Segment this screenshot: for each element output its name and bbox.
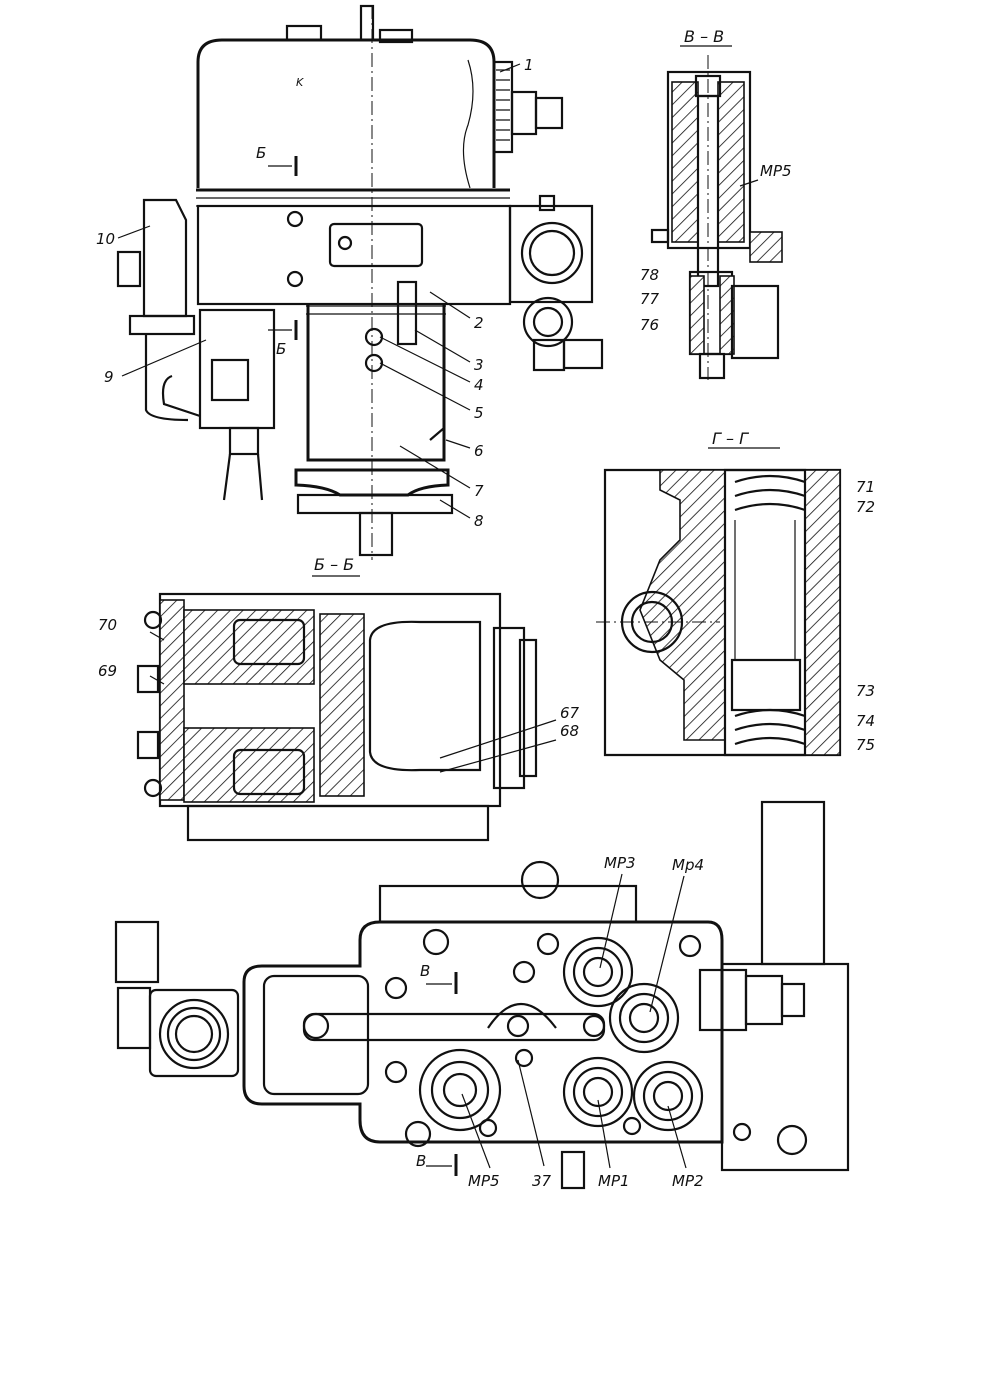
side-view xyxy=(116,4,604,560)
label-74: 74 xyxy=(856,712,875,730)
label-mp1: МР1 xyxy=(598,1172,630,1190)
label-2: 2 xyxy=(474,314,484,332)
label-10: 10 xyxy=(96,230,115,248)
label-mp5-vv: МР5 xyxy=(760,162,792,180)
plan-view xyxy=(114,800,850,1190)
section-mark-v-top: В xyxy=(420,962,430,980)
label-70: 70 xyxy=(98,616,117,634)
section-bb-title: Б – Б xyxy=(314,555,354,574)
side-view-leaders xyxy=(117,63,521,519)
label-4: 4 xyxy=(474,376,484,394)
label-3: 3 xyxy=(474,356,484,374)
label-mp3: МР3 xyxy=(604,854,636,872)
label-77: 77 xyxy=(640,290,660,308)
label-67: 67 xyxy=(560,704,580,722)
label-73: 73 xyxy=(856,682,875,700)
label-72: 72 xyxy=(856,498,875,516)
section-vv-title: В – В xyxy=(684,27,724,46)
label-mp5-plan: МР5 xyxy=(468,1172,500,1190)
section-gg xyxy=(596,447,842,757)
mark-k: K xyxy=(296,76,304,89)
label-1: 1 xyxy=(524,56,534,74)
label-6: 6 xyxy=(474,442,484,460)
label-mp4: Мр4 xyxy=(672,856,704,874)
label-9: 9 xyxy=(104,368,114,386)
label-71: 71 xyxy=(856,478,875,496)
label-8: 8 xyxy=(474,512,484,530)
section-mark-b-bottom: Б xyxy=(276,340,286,358)
section-mark-v-bottom: В xyxy=(416,1152,426,1170)
section-bb xyxy=(136,575,557,842)
label-68: 68 xyxy=(560,722,579,740)
label-76: 76 xyxy=(640,316,659,334)
label-75: 75 xyxy=(856,736,875,754)
label-69: 69 xyxy=(98,662,117,680)
label-mp2: МР2 xyxy=(672,1172,704,1190)
label-7: 7 xyxy=(474,482,484,500)
label-5: 5 xyxy=(474,404,484,422)
section-vv xyxy=(650,45,783,380)
label-37: 37 xyxy=(532,1172,552,1190)
section-mark-b-top: Б xyxy=(256,144,266,162)
label-78: 78 xyxy=(640,266,659,284)
section-gg-title: Г – Г xyxy=(712,429,749,448)
